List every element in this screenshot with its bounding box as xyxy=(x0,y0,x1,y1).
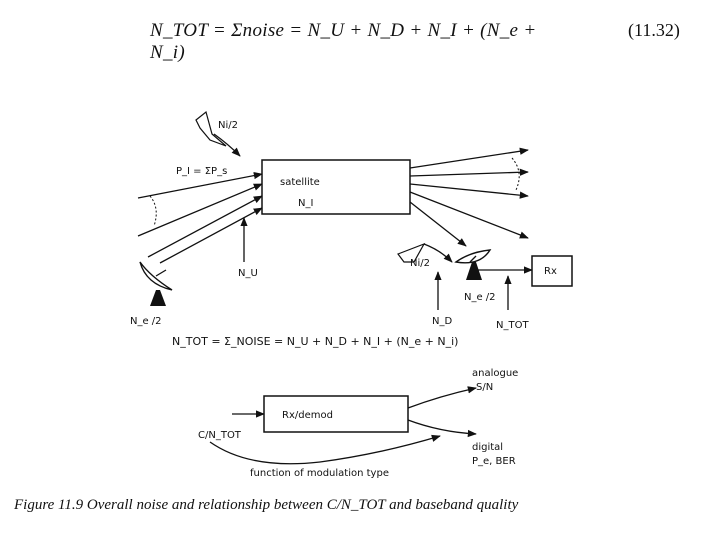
satellite-label: satellite xyxy=(280,177,320,188)
downlink-beams xyxy=(409,147,529,247)
uplink-antenna-icon xyxy=(139,261,173,306)
ne-half-left-label: N_e /2 xyxy=(130,316,162,327)
rx-demod-box xyxy=(263,395,409,433)
uplink-beam xyxy=(137,183,263,237)
downlink-beam xyxy=(409,147,529,169)
beam-spread-arc xyxy=(149,195,157,227)
rx-label: Rx xyxy=(544,266,557,277)
cntot-label: C/N_TOT xyxy=(198,430,242,441)
pi-label: P_I = ΣP_s xyxy=(176,166,227,177)
ne-half-right-label: N_e /2 xyxy=(464,292,496,303)
downlink-noise-label: N_D xyxy=(432,316,452,327)
modulation-label: function of modulation type xyxy=(250,468,389,479)
pe-ber-label: P_e, BER xyxy=(472,456,516,467)
downlink-beam xyxy=(409,168,529,177)
beam-spread-arc xyxy=(511,157,520,191)
downlink-antenna-icon xyxy=(454,249,492,280)
equation-number: (11.32) xyxy=(628,20,680,40)
rx-box xyxy=(531,255,573,287)
figure-caption: Figure 11.9 Overall noise and relationsh… xyxy=(14,497,519,513)
sn-label: S/N xyxy=(476,382,493,393)
satellite-noise-label: N_I xyxy=(298,198,313,209)
uplink-beam xyxy=(147,195,263,258)
analogue-output-arrow xyxy=(407,386,477,409)
equation: N_TOT = Σnoise = N_U + N_D + N_I + (N_e … xyxy=(150,20,537,63)
noise-formula: N_TOT = Σ_NOISE = N_U + N_D + N_I + (N_e… xyxy=(172,335,458,348)
ni-half-top-label: Ni/2 xyxy=(218,120,238,131)
uplink-noise-label: N_U xyxy=(238,268,258,279)
satellite-box xyxy=(261,159,411,215)
interference-arrow xyxy=(213,133,241,157)
ntot-label: N_TOT xyxy=(496,320,529,331)
interference-arrow-icon xyxy=(195,110,227,147)
downlink-beam xyxy=(409,183,529,199)
digital-output-arrow xyxy=(407,419,477,438)
interference-arrow xyxy=(423,243,453,263)
rx-demod-label: Rx/demod xyxy=(282,410,333,421)
ni-half-right-label: Ni/2 xyxy=(410,258,430,269)
downlink-beam xyxy=(409,201,467,247)
modulation-curve-arrow xyxy=(209,434,441,465)
interference-arrow-icon xyxy=(397,242,426,263)
analogue-label: analogue xyxy=(472,368,518,379)
uplink-beam xyxy=(137,171,263,199)
uplink-beam xyxy=(159,207,263,264)
downlink-beam xyxy=(409,191,529,239)
noise-diagram: satellite N_I Ni/2 P_I = ΣP_s N_U N_e /2… xyxy=(130,110,573,479)
digital-label: digital xyxy=(472,442,503,453)
